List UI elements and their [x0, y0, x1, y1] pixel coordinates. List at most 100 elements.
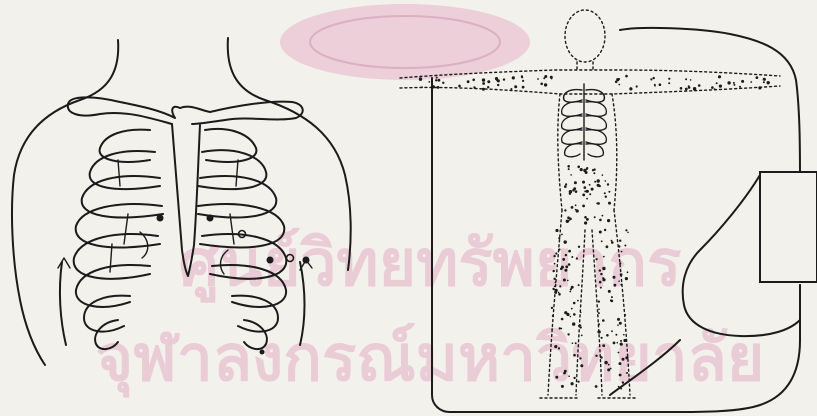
- stipple-dot: [733, 82, 735, 84]
- stipple-dot: [598, 308, 600, 310]
- stipple-dot: [565, 183, 567, 185]
- stipple-dot: [561, 234, 563, 236]
- clavicle-right: [180, 102, 303, 124]
- stipple-dot: [571, 382, 574, 385]
- stipple-dot: [605, 180, 607, 182]
- stipple-dot: [584, 216, 587, 219]
- torso-outline-left: [12, 40, 118, 365]
- stipple-dot: [608, 191, 610, 193]
- stipple-dot: [596, 202, 598, 204]
- stipple-dot: [438, 79, 441, 82]
- stipple-dot: [458, 85, 461, 88]
- stipple-dot: [608, 290, 611, 293]
- stipple-dot: [473, 86, 475, 88]
- stipple-dot: [585, 171, 588, 174]
- stipple-dot: [758, 86, 761, 89]
- stipple-dot: [567, 165, 570, 168]
- stipple-dot: [620, 388, 622, 390]
- stipple-dot: [606, 334, 609, 337]
- stipple-dot: [606, 245, 609, 248]
- stipple-dot: [607, 368, 610, 371]
- stipple-dot: [522, 80, 524, 82]
- stipple-dot: [602, 267, 605, 270]
- stipple-dot: [625, 356, 628, 359]
- stipple-dot: [552, 315, 554, 317]
- stipple-dot: [568, 168, 570, 170]
- stipple-dot: [574, 181, 577, 184]
- stipple-dot: [718, 75, 721, 78]
- stipple-dot: [602, 278, 605, 281]
- stipple-dot: [487, 80, 490, 83]
- stipple-dot: [619, 322, 622, 325]
- stipple-dot: [599, 269, 601, 271]
- stipple-dot: [563, 372, 566, 375]
- stipple-dot: [680, 87, 683, 90]
- stipple-dot: [627, 232, 629, 234]
- clavicle-left-lower: [68, 104, 172, 124]
- stipple-dot: [580, 312, 582, 314]
- stipple-dot: [575, 204, 577, 206]
- stipple-dot: [551, 328, 553, 330]
- stipple-dot: [561, 318, 564, 321]
- stipple-dot: [472, 79, 475, 82]
- stipple-dot: [610, 368, 612, 370]
- stipple-dot: [560, 268, 563, 271]
- stipple-dot: [582, 205, 585, 208]
- stipple-dot: [618, 245, 620, 247]
- stipple-dot: [600, 287, 602, 289]
- stipple-dot: [544, 75, 547, 78]
- stipple-dot: [544, 83, 547, 86]
- stipple-dot: [650, 78, 652, 80]
- stipple-dot: [561, 385, 564, 388]
- stipple-dot: [552, 288, 554, 290]
- stipple-dot: [591, 188, 594, 191]
- stipple-dot: [659, 83, 662, 86]
- stipple-dot: [624, 245, 626, 247]
- electrode-7: [260, 350, 265, 355]
- stipple-dot: [597, 179, 600, 182]
- stipple-dot: [436, 77, 438, 79]
- figure-rib-l4: [562, 130, 582, 145]
- stipple-dot: [604, 229, 606, 231]
- stipple-dot: [555, 282, 557, 284]
- stipple-dot: [551, 307, 553, 309]
- stipple-dot: [582, 181, 585, 184]
- stipple-dot: [600, 273, 602, 275]
- stipple-dot: [616, 78, 619, 81]
- stipple-dot: [690, 79, 692, 81]
- stipple-dot: [558, 293, 561, 296]
- stipple-dot: [627, 271, 629, 273]
- stipple-dot: [572, 342, 574, 344]
- waist-line-left: [60, 262, 66, 345]
- stipple-dot: [611, 330, 613, 332]
- stipple-dot: [594, 181, 596, 183]
- stipple-dot: [620, 343, 623, 346]
- stipple-dot: [763, 81, 765, 83]
- stipple-dot: [586, 198, 588, 200]
- stipple-dot: [668, 82, 670, 84]
- stipple-dot: [601, 240, 603, 242]
- stipple-dot: [589, 184, 591, 186]
- arrow-left: [58, 258, 70, 268]
- stipple-dot: [711, 86, 714, 89]
- stipple-dot: [569, 193, 571, 195]
- stipple-dot: [586, 168, 588, 170]
- stipple-dot: [727, 81, 730, 84]
- stipple-dot: [564, 185, 567, 188]
- stipple-dot: [739, 86, 741, 88]
- stipple-dot: [608, 364, 610, 366]
- figure-rib-r4: [586, 130, 606, 145]
- stipple-dot: [576, 257, 578, 259]
- figure-rib-l3: [562, 116, 582, 131]
- stipple-dot: [595, 355, 597, 357]
- stipple-dot: [603, 256, 605, 258]
- stipple-dot: [619, 262, 621, 264]
- stipple-dot: [592, 169, 594, 171]
- stipple-dot: [602, 344, 605, 347]
- stipple-dot: [579, 357, 581, 359]
- stipple-dot: [619, 240, 621, 242]
- stipple-dot: [554, 345, 557, 348]
- rib-left-1: [100, 130, 150, 162]
- stipple-dot: [512, 76, 515, 79]
